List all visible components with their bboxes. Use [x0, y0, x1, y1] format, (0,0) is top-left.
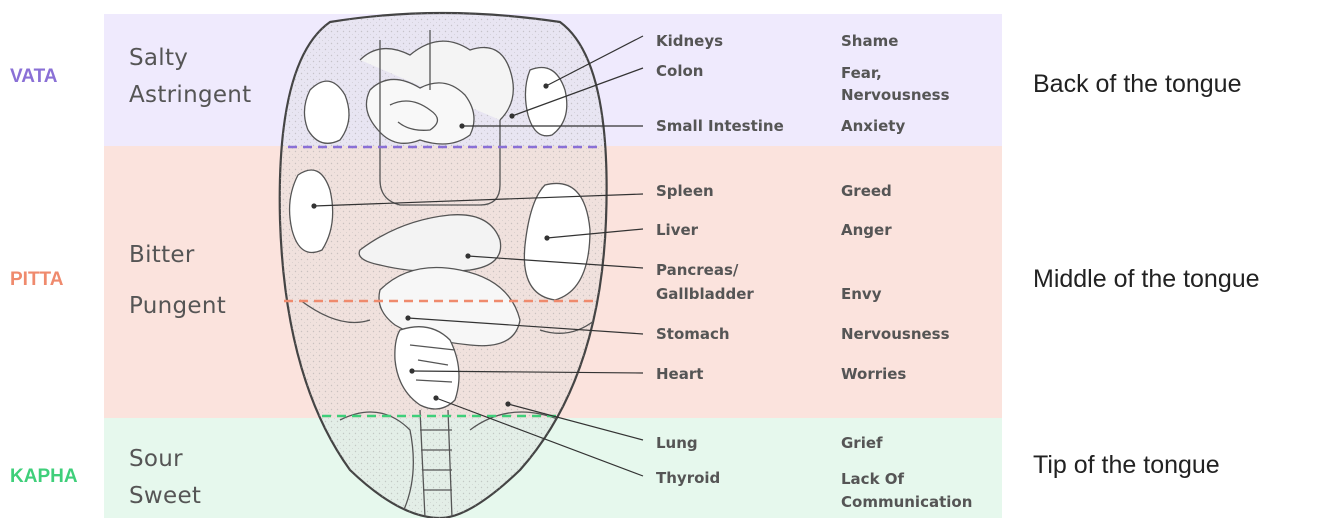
organ-kidneys: Kidneys [656, 30, 723, 52]
dosha-label-vata: VATA [10, 66, 58, 88]
organ-small-intestine: Small Intestine [656, 115, 784, 137]
emotion-grief: Grief [841, 432, 883, 454]
emotion-fear: Fear, [841, 62, 882, 84]
taste-sour: Sour [129, 446, 183, 472]
dosha-label-kapha: KAPHA [10, 466, 78, 488]
organ-gallbladder: Gallbladder [656, 283, 754, 305]
region-middle-of-tongue: Middle of the tongue [1033, 265, 1260, 294]
emotion-communication: Communication [841, 491, 972, 513]
taste-salty: Salty [129, 45, 188, 71]
taste-pungent: Pungent [129, 293, 226, 319]
region-tip-of-tongue: Tip of the tongue [1033, 451, 1220, 480]
emotion-anxiety: Anxiety [841, 115, 905, 137]
emotion-nervousness: Nervousness [841, 323, 950, 345]
organ-colon: Colon [656, 60, 703, 82]
organ-spleen: Spleen [656, 180, 714, 202]
organ-pancreas: Pancreas/ [656, 259, 738, 281]
taste-astringent: Astringent [129, 82, 252, 108]
organ-heart: Heart [656, 363, 703, 385]
region-back-of-tongue: Back of the tongue [1033, 70, 1241, 99]
emotion-worries: Worries [841, 363, 906, 385]
dosha-label-pitta: PITTA [10, 269, 63, 291]
emotion-envy: Envy [841, 283, 881, 305]
organ-stomach: Stomach [656, 323, 730, 345]
organ-liver: Liver [656, 219, 698, 241]
emotion-lack-of: Lack Of [841, 468, 904, 490]
taste-bitter: Bitter [129, 242, 195, 268]
taste-sweet: Sweet [129, 483, 201, 509]
emotion-shame: Shame [841, 30, 898, 52]
emotion-fear-nervous: Nervousness [841, 84, 950, 106]
emotion-anger: Anger [841, 219, 892, 241]
organ-thyroid: Thyroid [656, 467, 720, 489]
organ-lung: Lung [656, 432, 698, 454]
emotion-greed: Greed [841, 180, 892, 202]
